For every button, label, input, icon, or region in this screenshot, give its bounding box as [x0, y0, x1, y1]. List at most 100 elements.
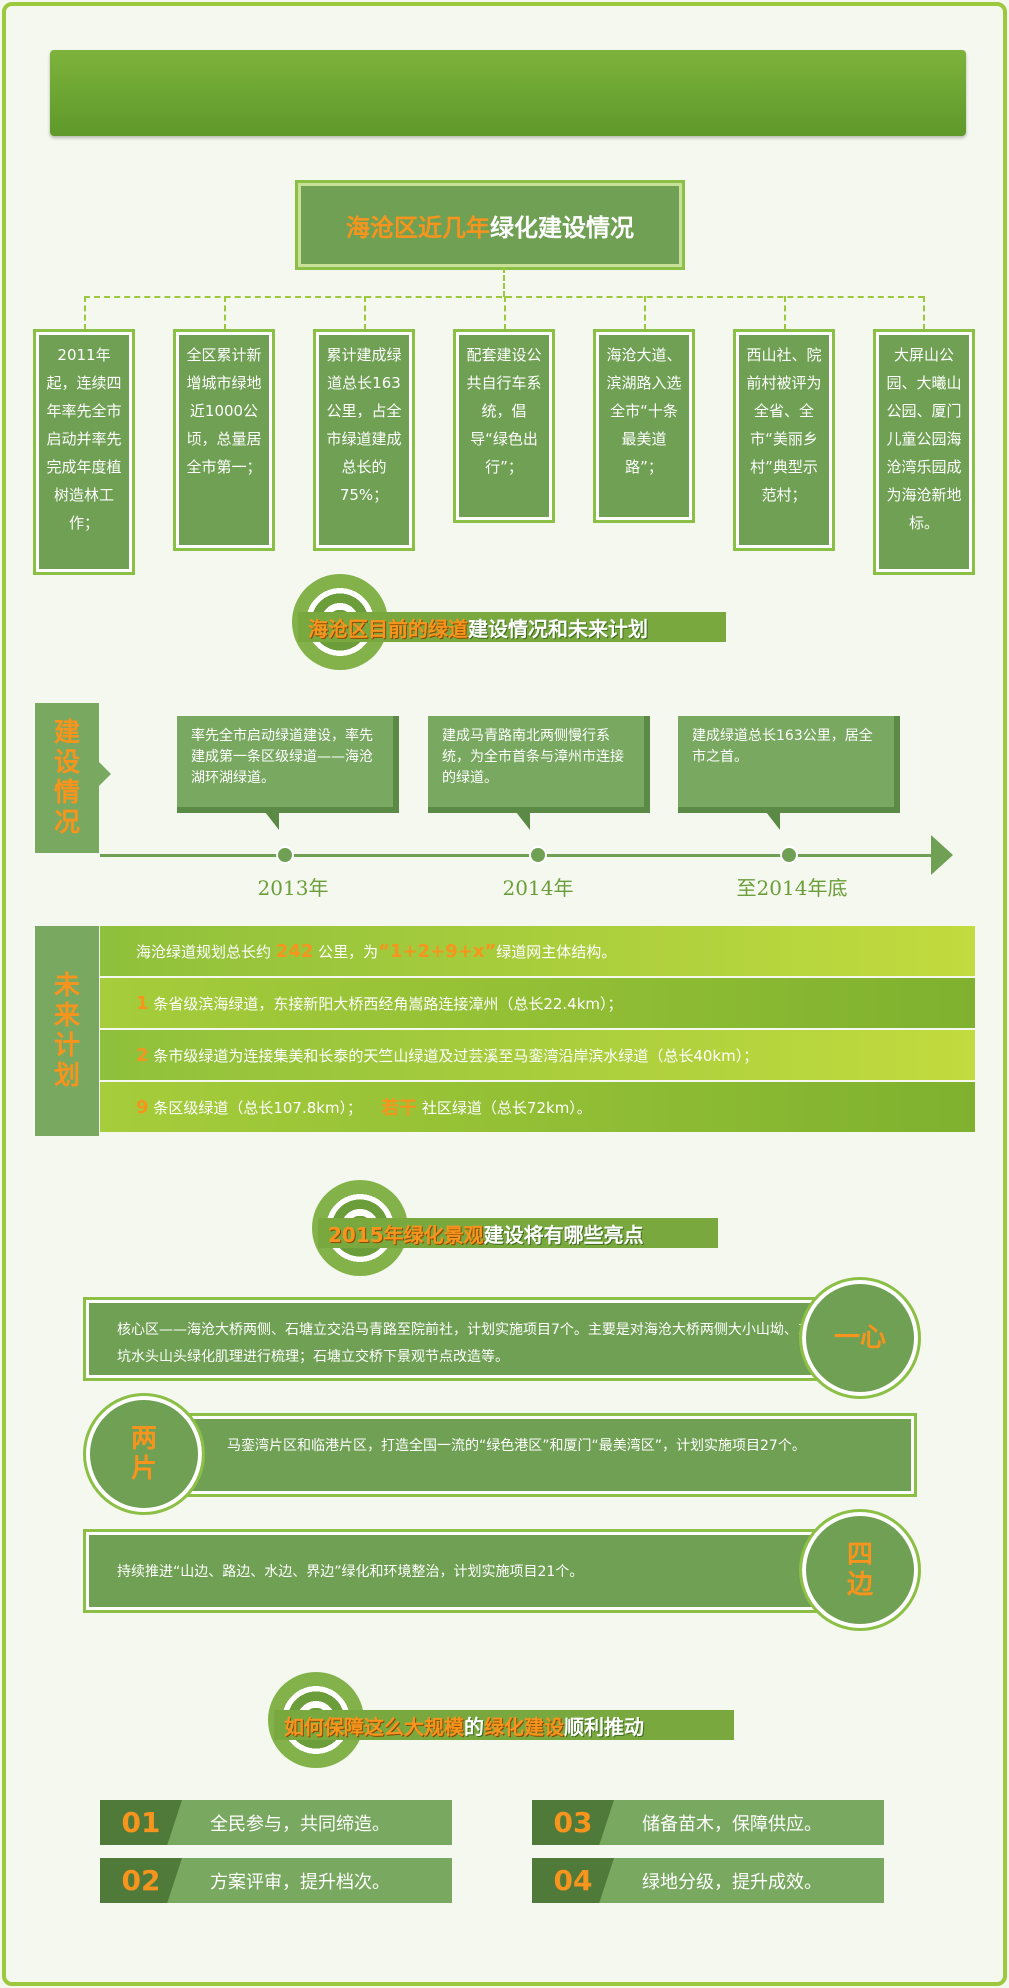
guarantee-text: 全民参与，共同缔造。: [210, 1813, 390, 1835]
label-char: 况: [53, 808, 80, 838]
plan-number: “1+2+9+x”: [378, 940, 497, 962]
plan-number: 1: [136, 992, 149, 1014]
label-char: 设: [53, 748, 80, 778]
guarantee-number: 04: [532, 1858, 614, 1903]
timeline-dot: [529, 846, 547, 864]
title-part: 近几年: [418, 213, 490, 242]
heading-part: 2015年: [328, 1222, 404, 1247]
connector: [224, 296, 226, 330]
plan-number: 9: [136, 1096, 149, 1118]
heading-part: 如何: [284, 1714, 324, 1739]
label-char: 未: [53, 971, 80, 1001]
info-card: 累计建成绿道总长163公里，占全市绿道建成总长的75%；: [313, 329, 415, 551]
info-card: 大屏山公园、大曦山公园、厦门儿童公园海沧湾乐园成为海沧新地标。: [873, 329, 975, 575]
plan-row: 2 条市级绿道为连接集美和长泰的天竺山绿道及过芸溪至马銮湾沿岸滨水绿道（总长40…: [100, 1030, 975, 1080]
plan-text: 海沧绿道规划总长约: [136, 942, 272, 961]
guarantee-item: 04 绿地分级，提升成效。: [532, 1858, 884, 1903]
highlight-badge: 两片: [83, 1393, 205, 1515]
badge-text: 两片: [130, 1424, 157, 1484]
timeline-axis: [100, 854, 936, 857]
timeline-dot: [780, 846, 798, 864]
timeline-year: 2013年: [257, 876, 329, 900]
connector: [503, 267, 505, 297]
guarantee-number: 03: [532, 1800, 614, 1845]
heading-part: 绿道: [428, 616, 468, 641]
plan-text: 条区级绿道（总长107.8km）；: [153, 1098, 363, 1117]
timeline-card: 率先全市启动绿道建设，率先建成第一条区级绿道——海沧湖环湖绿道。: [177, 716, 399, 813]
plan-number: 242: [275, 940, 314, 962]
label-char: 计: [53, 1031, 80, 1061]
info-card: 西山社、院前村被评为全省、全市“美丽乡村”典型示范村；: [733, 329, 835, 551]
heading-part: 海沧区目前的: [308, 616, 428, 641]
highlight-row: 核心区——海沧大桥两侧、石塘立交沿马青路至院前社，计划实施项目7个。主要是对海沧…: [83, 1297, 849, 1381]
guarantee-text: 绿地分级，提升成效。: [642, 1871, 822, 1893]
connector: [364, 296, 366, 330]
heading-part: 绿化建设: [484, 1714, 564, 1739]
callout-tail: [265, 812, 279, 830]
plan-text: 绿道网主体结构。: [496, 942, 617, 961]
guarantee-text: 方案评审，提升档次。: [210, 1871, 390, 1893]
label-char: 来: [53, 1001, 80, 1031]
plan-text: 条市级绿道为连接集美和长泰的天竺山绿道及过芸溪至马銮湾沿岸滨水绿道（总长40km…: [153, 1046, 759, 1065]
plan-number: 2: [136, 1044, 149, 1066]
guarantee-text: 储备苗木，保障供应。: [642, 1813, 822, 1835]
info-card: 全区累计新增城市绿地近1000公顷，总量居全市第一；: [173, 329, 275, 551]
guarantee-item: 03 储备苗木，保障供应。: [532, 1800, 884, 1845]
label-char: 建: [53, 718, 80, 748]
connector: [923, 296, 925, 330]
build-status-label: 建 设 情 况: [35, 703, 99, 853]
timeline-year: 2014年: [502, 876, 574, 900]
section2-heading-bar: 海沧区目前的绿道建设情况和未来计划: [298, 612, 726, 642]
heading-part: 大规模: [404, 1714, 464, 1739]
section3-heading-bar: 2015年绿化景观建设将有哪些亮点: [318, 1218, 718, 1248]
label-char: 划: [53, 1061, 80, 1091]
heading-part: 建设情况和未来计划: [468, 616, 648, 641]
plan-row: 海沧绿道规划总长约 242 公里，为“1+2+9+x”绿道网主体结构。: [100, 926, 975, 976]
guarantee-item: 02 方案评审，提升档次。: [100, 1858, 452, 1903]
section1-title: 海沧区近几年绿化建设情况: [295, 180, 685, 270]
connector: [504, 296, 506, 330]
pointer-icon: [99, 762, 111, 786]
callout-tail: [766, 812, 780, 830]
heading-part: 景观: [443, 1222, 484, 1247]
section4-heading-bar: 如何保障这么大规模的绿化建设顺利推动: [274, 1710, 734, 1740]
plan-text: 公里，为: [318, 942, 379, 961]
connector: [784, 296, 786, 330]
badge-text: 四边: [846, 1540, 873, 1600]
connector: [644, 296, 646, 330]
connector: [84, 296, 86, 330]
label-char: 情: [53, 778, 80, 808]
timeline-dot: [276, 846, 294, 864]
arrow-right-icon: [931, 835, 953, 875]
title-part: 海沧区: [346, 213, 418, 242]
heading-part: 的: [464, 1714, 484, 1739]
highlight-badge: 四边: [799, 1509, 921, 1631]
plan-number: 若干: [381, 1098, 418, 1119]
timeline-card: 建成绿道总长163公里，居全市之首。: [678, 716, 900, 813]
heading-part: 保障: [324, 1714, 364, 1739]
highlight-badge: 一心: [799, 1277, 921, 1399]
guarantee-number: 01: [100, 1800, 182, 1845]
heading-part: 顺利推动: [564, 1714, 644, 1739]
title-part: 绿化建设情况: [490, 213, 634, 242]
highlight-row: 持续推进“山边、路边、水边、界边”绿化和环境整治，计划实施项目21个。: [83, 1529, 849, 1613]
plan-text: 社区绿道（总长72km）。: [421, 1098, 592, 1117]
info-card: 2011年起，连续四年率先全市启动并率先完成年度植树造林工作；: [33, 329, 135, 575]
future-plan-label: 未 来 计 划: [35, 926, 99, 1136]
callout-tail: [516, 812, 530, 830]
info-card: 海沧大道、滨湖路入选全市“十条最美道路”；: [593, 329, 695, 523]
top-banner: [50, 50, 966, 136]
heading-part: 这么: [364, 1714, 404, 1739]
plan-row: 1 条省级滨海绿道，东接新阳大桥西经角嵩路连接漳州（总长22.4km）；: [100, 978, 975, 1028]
timeline-year: 至2014年底: [736, 876, 848, 900]
info-card: 配套建设公共自行车系统，倡导“绿色出行”；: [453, 329, 555, 523]
heading-part: 绿化: [403, 1222, 444, 1247]
plan-row: 9 条区级绿道（总长107.8km）； 若干 社区绿道（总长72km）。: [100, 1082, 975, 1132]
timeline-card: 建成马青路南北两侧慢行系统，为全市首条与漳州市连接的绿道。: [428, 716, 650, 813]
guarantee-item: 01 全民参与，共同缔造。: [100, 1800, 452, 1845]
plan-text: 条省级滨海绿道，东接新阳大桥西经角嵩路连接漳州（总长22.4km）；: [153, 994, 623, 1013]
highlight-row: 马銮湾片区和临港片区，打造全国一流的“绿色港区”和厦门“最美湾区”，计划实施项目…: [147, 1413, 917, 1497]
guarantee-number: 02: [100, 1858, 182, 1903]
heading-part: 建设将有哪些亮点: [483, 1222, 644, 1247]
